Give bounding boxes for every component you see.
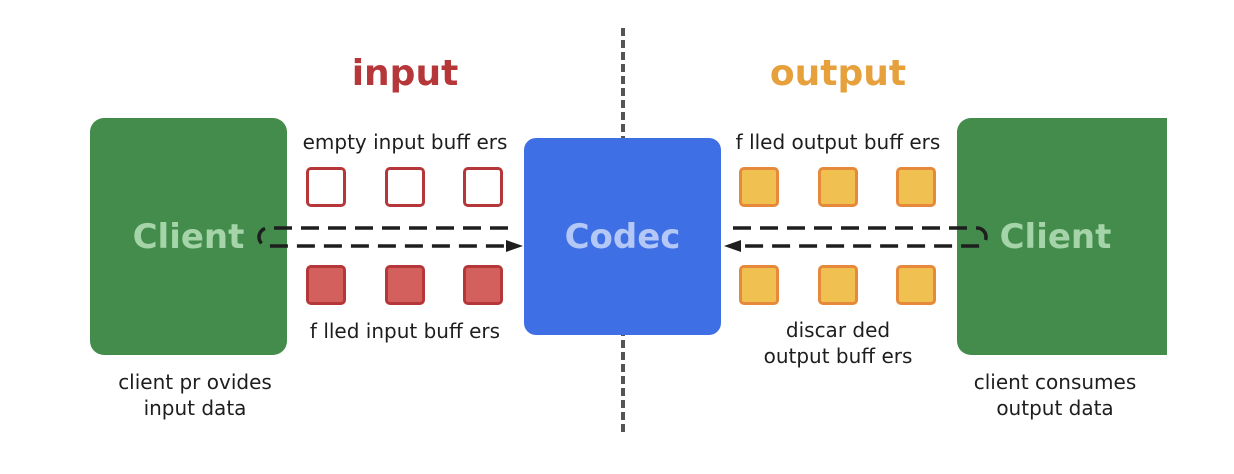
client-right-label: Client	[999, 217, 1112, 257]
client-right-caption-line1: client consumes	[973, 370, 1137, 394]
discarded-output-buffers-label-line2: output buff ers	[763, 344, 913, 368]
client-right-caption-line2: output data	[996, 396, 1114, 420]
filled-input-buffer	[306, 265, 346, 305]
empty-input-buffer	[463, 167, 503, 207]
empty-input-buffer	[306, 167, 346, 207]
filled-output-buffer	[818, 167, 858, 207]
filled-output-buffer	[896, 167, 936, 207]
client-left-caption-line2: input data	[143, 396, 247, 420]
codec-label: Codec	[564, 217, 681, 257]
discarded-output-buffer	[896, 265, 936, 305]
filled-input-buffer	[463, 265, 503, 305]
discarded-output-buffers-label-line1: discar ded	[785, 318, 891, 342]
filled-output-buffer	[739, 167, 779, 207]
empty-input-buffers-label: empty input buff ers	[302, 130, 508, 154]
filled-output-buffers-label: f lled output buff ers	[735, 130, 941, 154]
filled-input-buffer	[385, 265, 425, 305]
client-right-box	[957, 118, 1167, 355]
client-left-box	[90, 118, 287, 355]
client-left-label: Client	[132, 217, 245, 257]
codec-box	[524, 138, 721, 335]
discarded-output-buffer	[818, 265, 858, 305]
empty-input-buffer	[385, 167, 425, 207]
discarded-output-buffer	[739, 265, 779, 305]
input-heading: input	[351, 53, 459, 94]
filled-input-buffers-label: f lled input buff ers	[309, 319, 501, 343]
input-flow-arrow	[257, 226, 523, 252]
client-left-caption-line1: client pr ovides	[118, 370, 272, 394]
output-flow-arrow	[724, 226, 988, 252]
output-heading: output	[769, 53, 907, 94]
